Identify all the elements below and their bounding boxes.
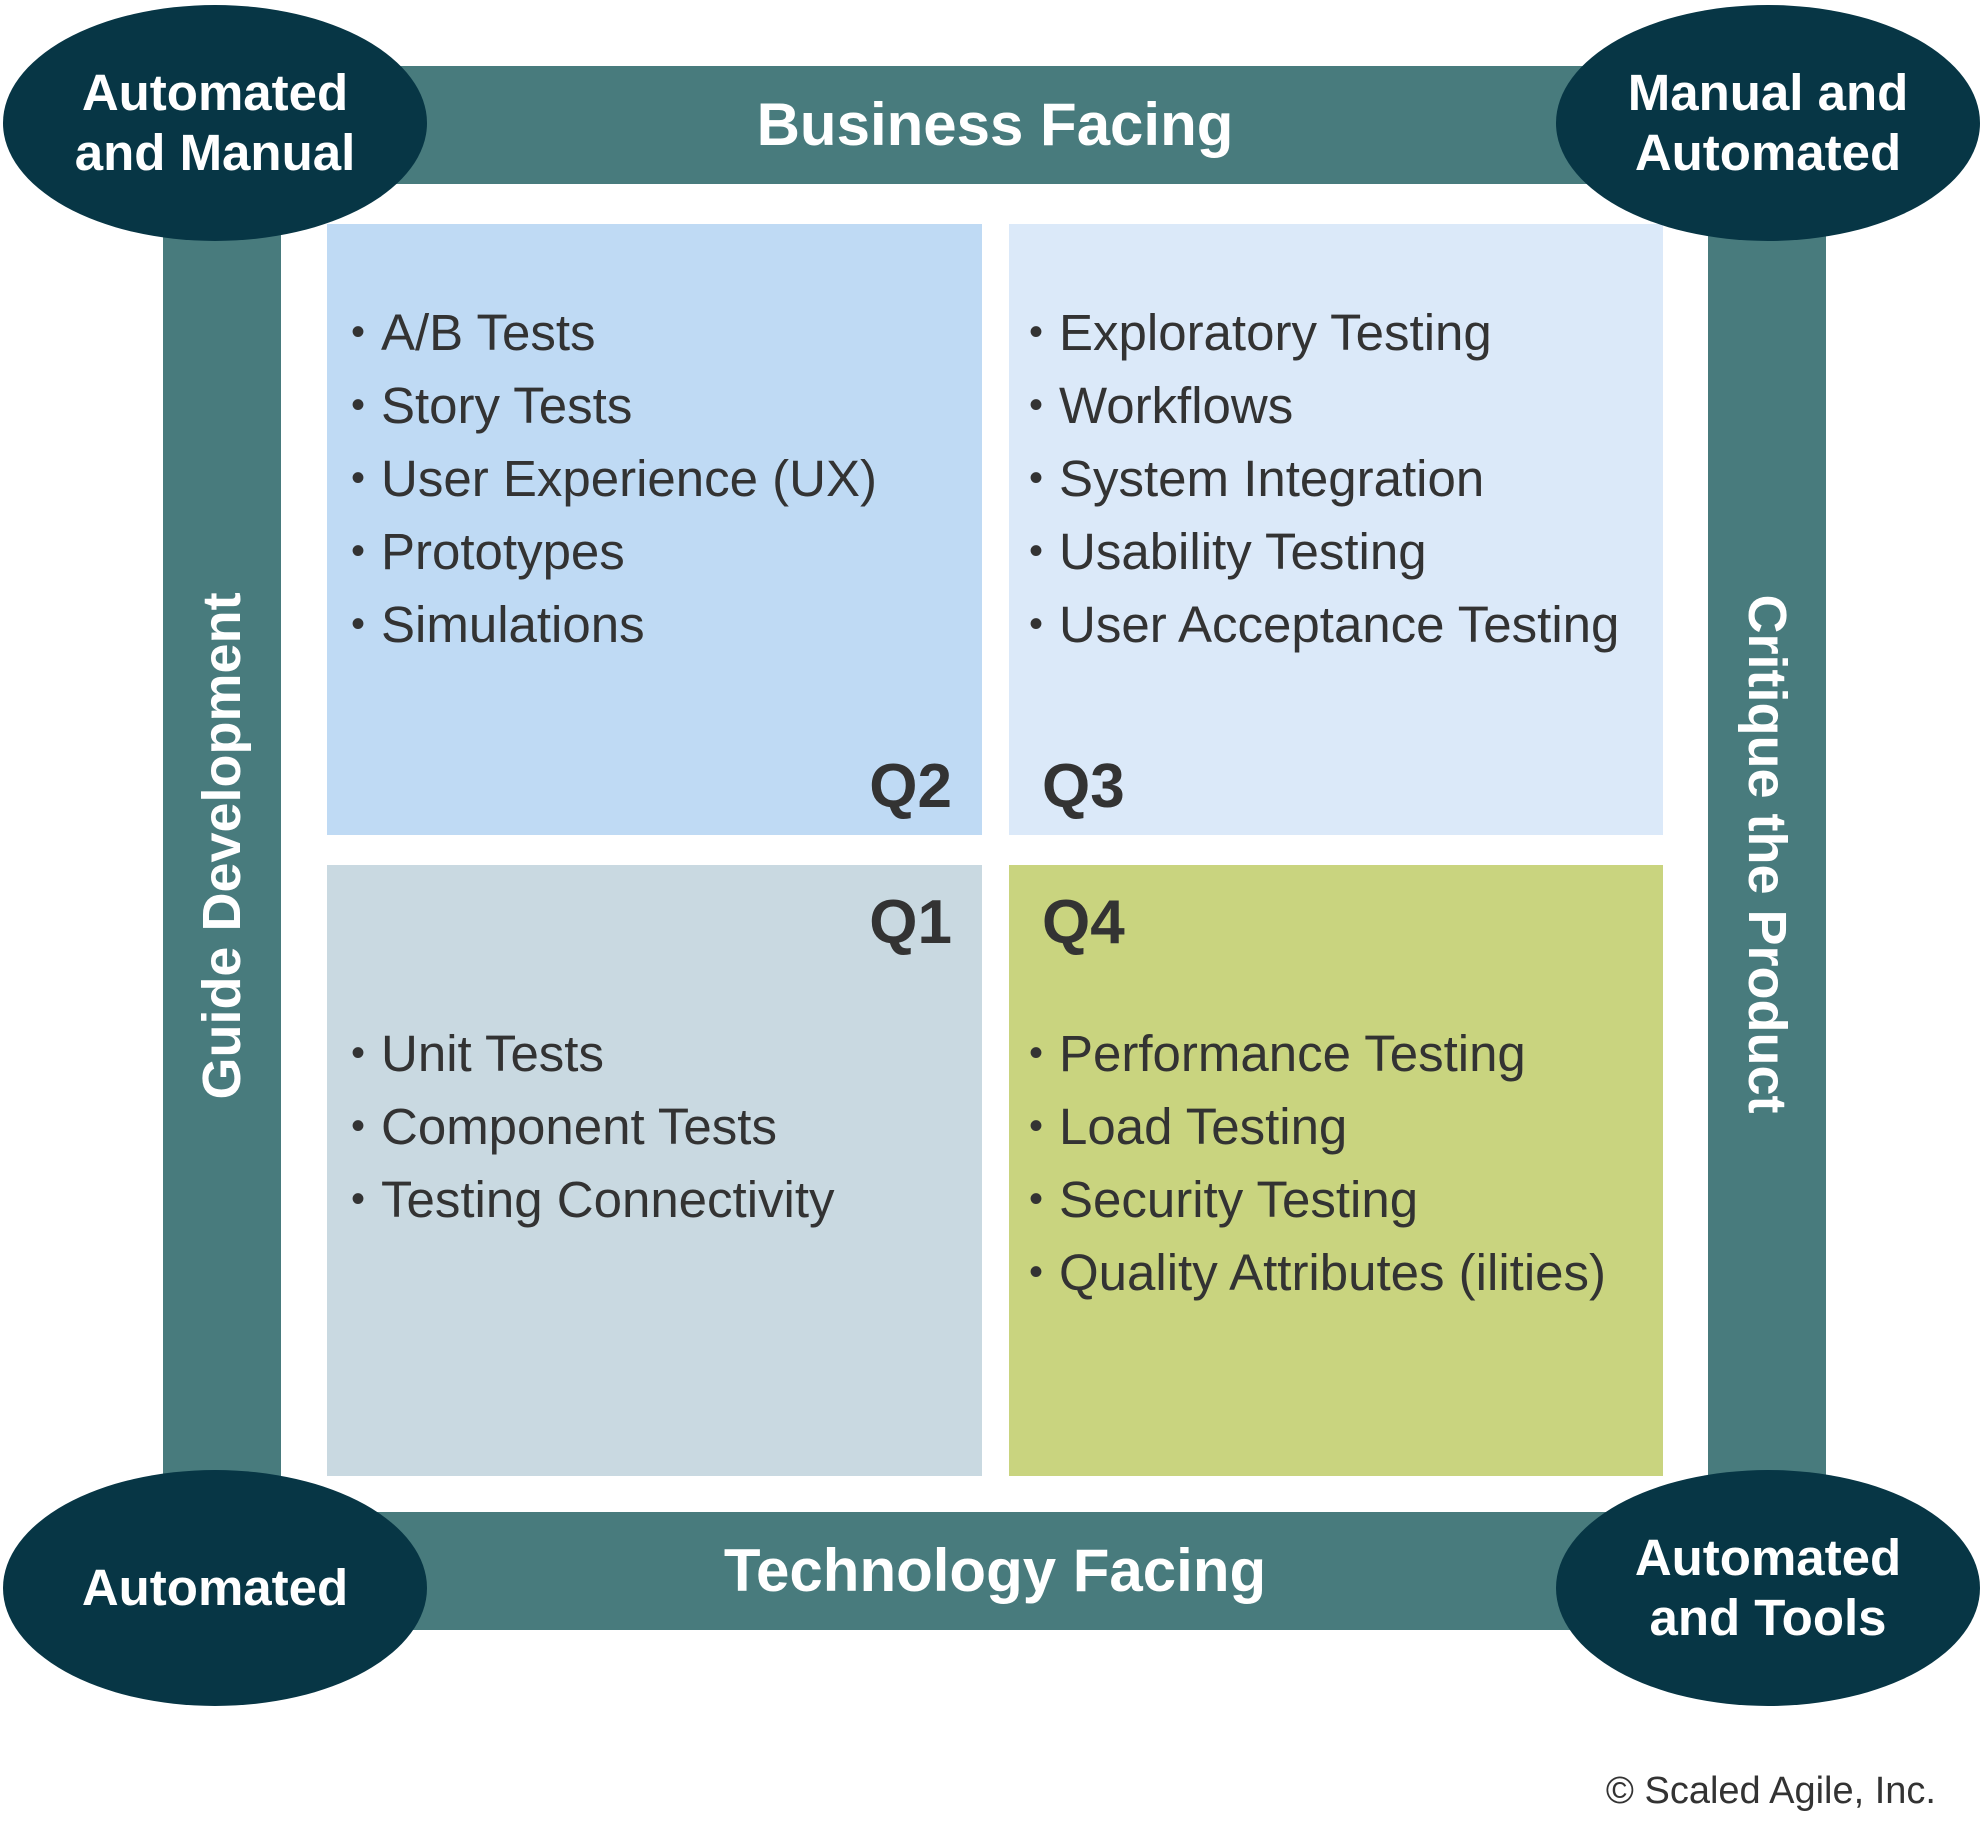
list-item: Security Testing (1029, 1163, 1606, 1236)
corner-bottom-left-text: Automated (81, 1559, 349, 1616)
q1-label: Q1 (869, 888, 952, 957)
corner-bottom-right: Automated and Tools (1556, 1470, 1980, 1706)
guide-development-label: Guide Development (192, 592, 252, 1100)
q3-label: Q3 (1042, 752, 1125, 821)
corner-bottom-right-text: Automated and Tools (1634, 1529, 1902, 1646)
list-item: Quality Attributes (ilities) (1029, 1236, 1606, 1309)
q3-list: Exploratory Testing Workflows System Int… (1029, 296, 1619, 661)
list-item: Usability Testing (1029, 515, 1619, 588)
business-facing-label: Business Facing (756, 91, 1234, 158)
corner-top-left: Automated and Manual (3, 5, 427, 241)
list-item: Performance Testing (1029, 1017, 1606, 1090)
list-item: Simulations (351, 588, 877, 661)
corner-bottom-left: Automated (3, 1470, 427, 1706)
corner-top-left-text: Automated and Manual (74, 64, 356, 181)
list-item: Exploratory Testing (1029, 296, 1619, 369)
list-item: Prototypes (351, 515, 877, 588)
top-band (300, 66, 1680, 184)
corner-top-right: Manual and Automated (1556, 5, 1980, 241)
list-item: A/B Tests (351, 296, 877, 369)
bottom-band (300, 1512, 1680, 1630)
left-band (163, 180, 281, 1480)
q1-list: Unit Tests Component Tests Testing Conne… (351, 1017, 835, 1236)
list-item: Testing Connectivity (351, 1163, 835, 1236)
list-item: Load Testing (1029, 1090, 1606, 1163)
list-item: System Integration (1029, 442, 1619, 515)
q4-label: Q4 (1042, 888, 1125, 957)
list-item: Story Tests (351, 369, 877, 442)
list-item: Component Tests (351, 1090, 835, 1163)
q2-label: Q2 (869, 752, 952, 821)
technology-facing-label: Technology Facing (723, 1537, 1267, 1604)
corner-top-right-text: Manual and Automated (1627, 64, 1909, 181)
copyright-notice: © Scaled Agile, Inc. (1605, 1770, 1936, 1812)
quadrant-q1: Q1 Unit Tests Component Tests Testing Co… (327, 865, 982, 1476)
quadrant-q4: Q4 Performance Testing Load Testing Secu… (1009, 865, 1663, 1476)
q4-list: Performance Testing Load Testing Securit… (1029, 1017, 1606, 1309)
list-item: User Experience (UX) (351, 442, 877, 515)
right-band (1708, 180, 1826, 1480)
list-item: Workflows (1029, 369, 1619, 442)
quadrant-q3: Exploratory Testing Workflows System Int… (1009, 224, 1663, 835)
list-item: User Acceptance Testing (1029, 588, 1619, 661)
q2-list: A/B Tests Story Tests User Experience (U… (351, 296, 877, 661)
quadrant-q2: A/B Tests Story Tests User Experience (U… (327, 224, 982, 835)
list-item: Unit Tests (351, 1017, 835, 1090)
critique-the-product-label: Critique the Product (1737, 594, 1797, 1114)
